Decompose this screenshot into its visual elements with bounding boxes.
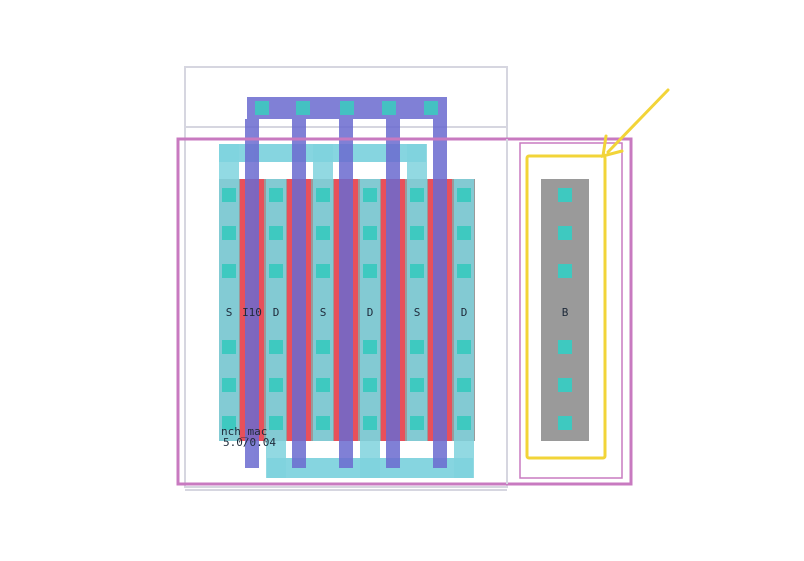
diffusion-contact [222,416,236,430]
metal2-finger-2 [292,119,306,468]
metal2-finger-5 [433,119,447,468]
bulk-contact [558,226,572,240]
metal2-finger-4 [386,119,400,468]
diffusion-contact [457,378,471,392]
diffusion-contact [410,264,424,278]
diffusion-contact [222,378,236,392]
terminal-label: S [414,306,421,319]
diffusion-contact [363,226,377,240]
bulk-contact [558,416,572,430]
diffusion-contact [457,188,471,202]
diffusion-contact [363,188,377,202]
diffusion-contact [363,416,377,430]
diffusion-contact [457,226,471,240]
metal1-col-5 [407,144,427,441]
via [340,101,354,115]
diffusion-contact [269,340,283,354]
via [382,101,396,115]
diffusion-contact [222,264,236,278]
metal1-columns [219,144,474,478]
diffusion-contact [410,188,424,202]
diffusion-contact [316,416,330,430]
terminal-label: D [461,306,468,319]
diffusion-contact [316,188,330,202]
diffusion-contact [269,188,283,202]
bulk-contacts [558,188,572,430]
metal1-col-4 [360,179,380,478]
diffusion-contact [410,226,424,240]
via [296,101,310,115]
metal2-finger-1 [245,119,259,468]
diffusion-contact [410,378,424,392]
device-name: nch_mac [221,425,267,438]
diffusion-contact [363,340,377,354]
diffusion-contact [363,378,377,392]
metal1-col-3 [313,144,333,441]
diffusion-contacts [222,188,471,430]
via [255,101,269,115]
bulk-contact [558,188,572,202]
diffusion-contact [316,264,330,278]
diffusion-contact [457,416,471,430]
metal2-finger-3 [339,119,353,468]
diffusion-contact [316,378,330,392]
bulk-tap-diffusion [541,179,589,441]
diffusion-contact [269,378,283,392]
diffusion-contact [222,340,236,354]
bulk-guard-outline [519,142,623,479]
terminal-label: D [273,306,280,319]
metal1-col-6 [454,179,474,478]
diffusion-contact [269,264,283,278]
diffusion-contact [363,264,377,278]
diffusion-contact [457,340,471,354]
metal1-col-2 [266,179,286,478]
diffusion-contact [410,340,424,354]
diffusion-contact [269,416,283,430]
diffusion-contact [316,226,330,240]
device-size: 5.0/0.04 [223,436,276,449]
terminal-label: S [320,306,327,319]
bulk-contact [558,378,572,392]
bulk-tap-highlight[interactable] [525,154,607,460]
finger-label: I10 [242,306,262,319]
device-boundary [176,137,633,486]
terminal-label: D [367,306,374,319]
via [424,101,438,115]
bulk-label: B [562,306,569,319]
annotation-arrow-icon [601,88,670,159]
diffusion-contact [457,264,471,278]
diffusion-contact [222,188,236,202]
diffusion-contact [316,340,330,354]
metal1-col-1 [219,144,239,441]
bulk-contact [558,340,572,354]
diffusion-contact [269,226,283,240]
diffusion-contact [222,226,236,240]
contacts [255,101,438,115]
terminal-labels: S I10 D S D S D [226,306,468,319]
bulk-contact [558,264,572,278]
terminal-label: S [226,306,233,319]
diffusion-contact [410,416,424,430]
